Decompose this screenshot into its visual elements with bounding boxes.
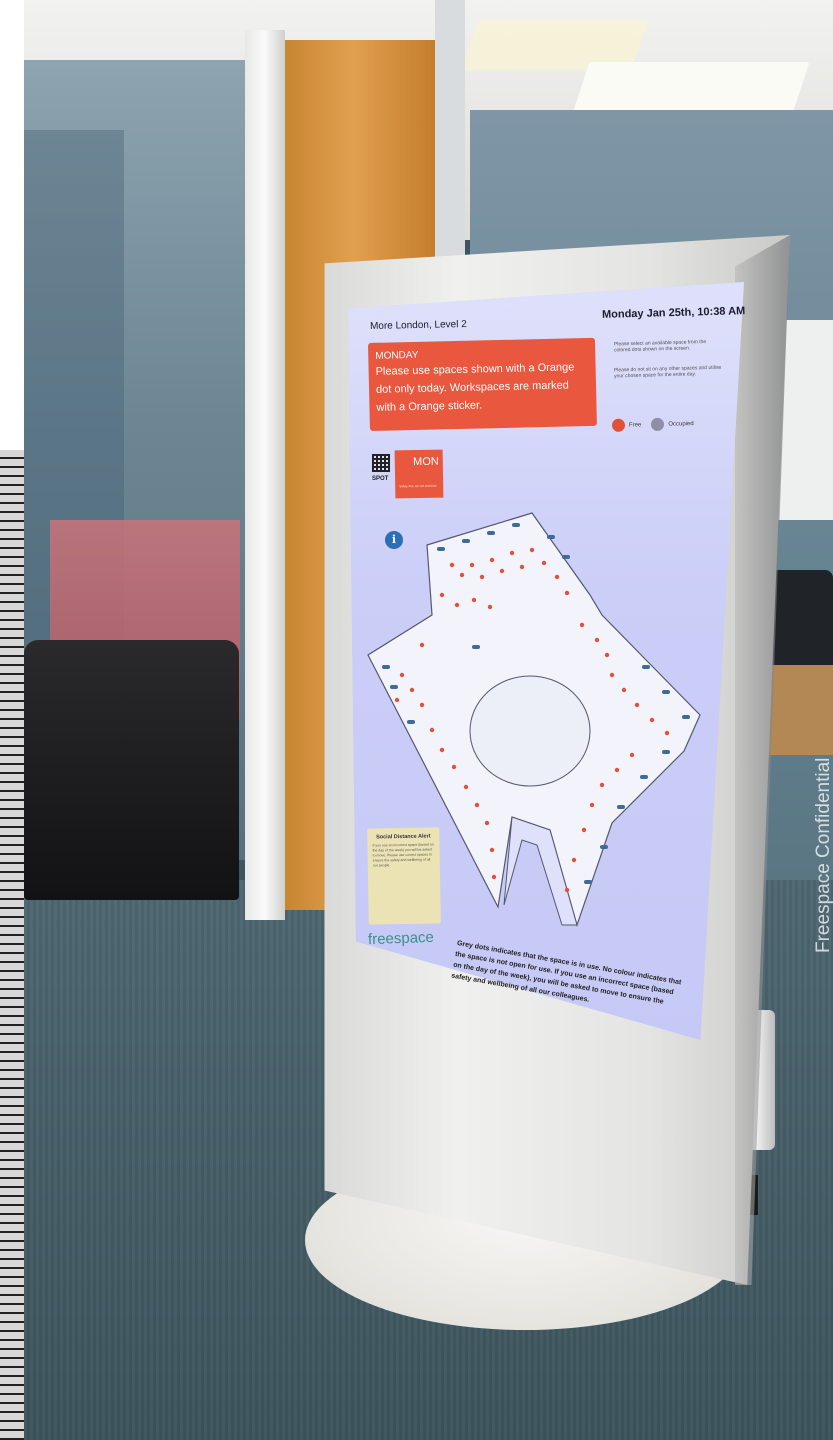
- info-icon[interactable]: i: [385, 531, 403, 549]
- day-badge: MON Safety first. Do not overload.: [394, 449, 444, 499]
- social-distance-text: If you use an incorrect space (based on …: [372, 842, 434, 868]
- occupied-dot-icon: [651, 417, 665, 432]
- free-desk-markers: [394, 547, 670, 893]
- office-chair: [770, 570, 833, 680]
- atrium-outline: [469, 675, 591, 787]
- black-sofa: [24, 640, 239, 900]
- watermark-text: Freespace Confidential: [813, 757, 833, 953]
- door-frame: [435, 0, 465, 260]
- atrium-cutout: [503, 816, 578, 926]
- social-distance-alert: Social Distance Alert If you use an inco…: [367, 827, 441, 925]
- day-notice-banner: MONDAY Please use spaces shown with a Or…: [368, 337, 597, 431]
- left-edge-mesh: [0, 450, 24, 1440]
- qr-label: SPOT: [372, 476, 389, 482]
- social-distance-title: Social Distance Alert: [376, 833, 431, 841]
- freespace-logo: freespace: [367, 928, 435, 949]
- day-badge-title: MON: [413, 455, 439, 469]
- legend-free-label: Free: [628, 421, 642, 429]
- qr-code-icon: [372, 454, 390, 472]
- location-title: More London, Level 2: [369, 318, 467, 333]
- day-badge-subtitle: Safety first. Do not overload.: [399, 483, 438, 489]
- legend: Free Occupied: [611, 417, 694, 432]
- notice-message: Please use spaces shown with a Orange do…: [375, 361, 575, 414]
- occupied-desk-markers: [382, 523, 690, 884]
- legend-occupied-label: Occupied: [668, 420, 694, 428]
- floor-plan-map[interactable]: [362, 505, 707, 935]
- confidential-watermark: Freespace Confidential: [793, 681, 833, 953]
- free-dot-icon: [611, 418, 626, 432]
- white-door-post: [245, 30, 285, 920]
